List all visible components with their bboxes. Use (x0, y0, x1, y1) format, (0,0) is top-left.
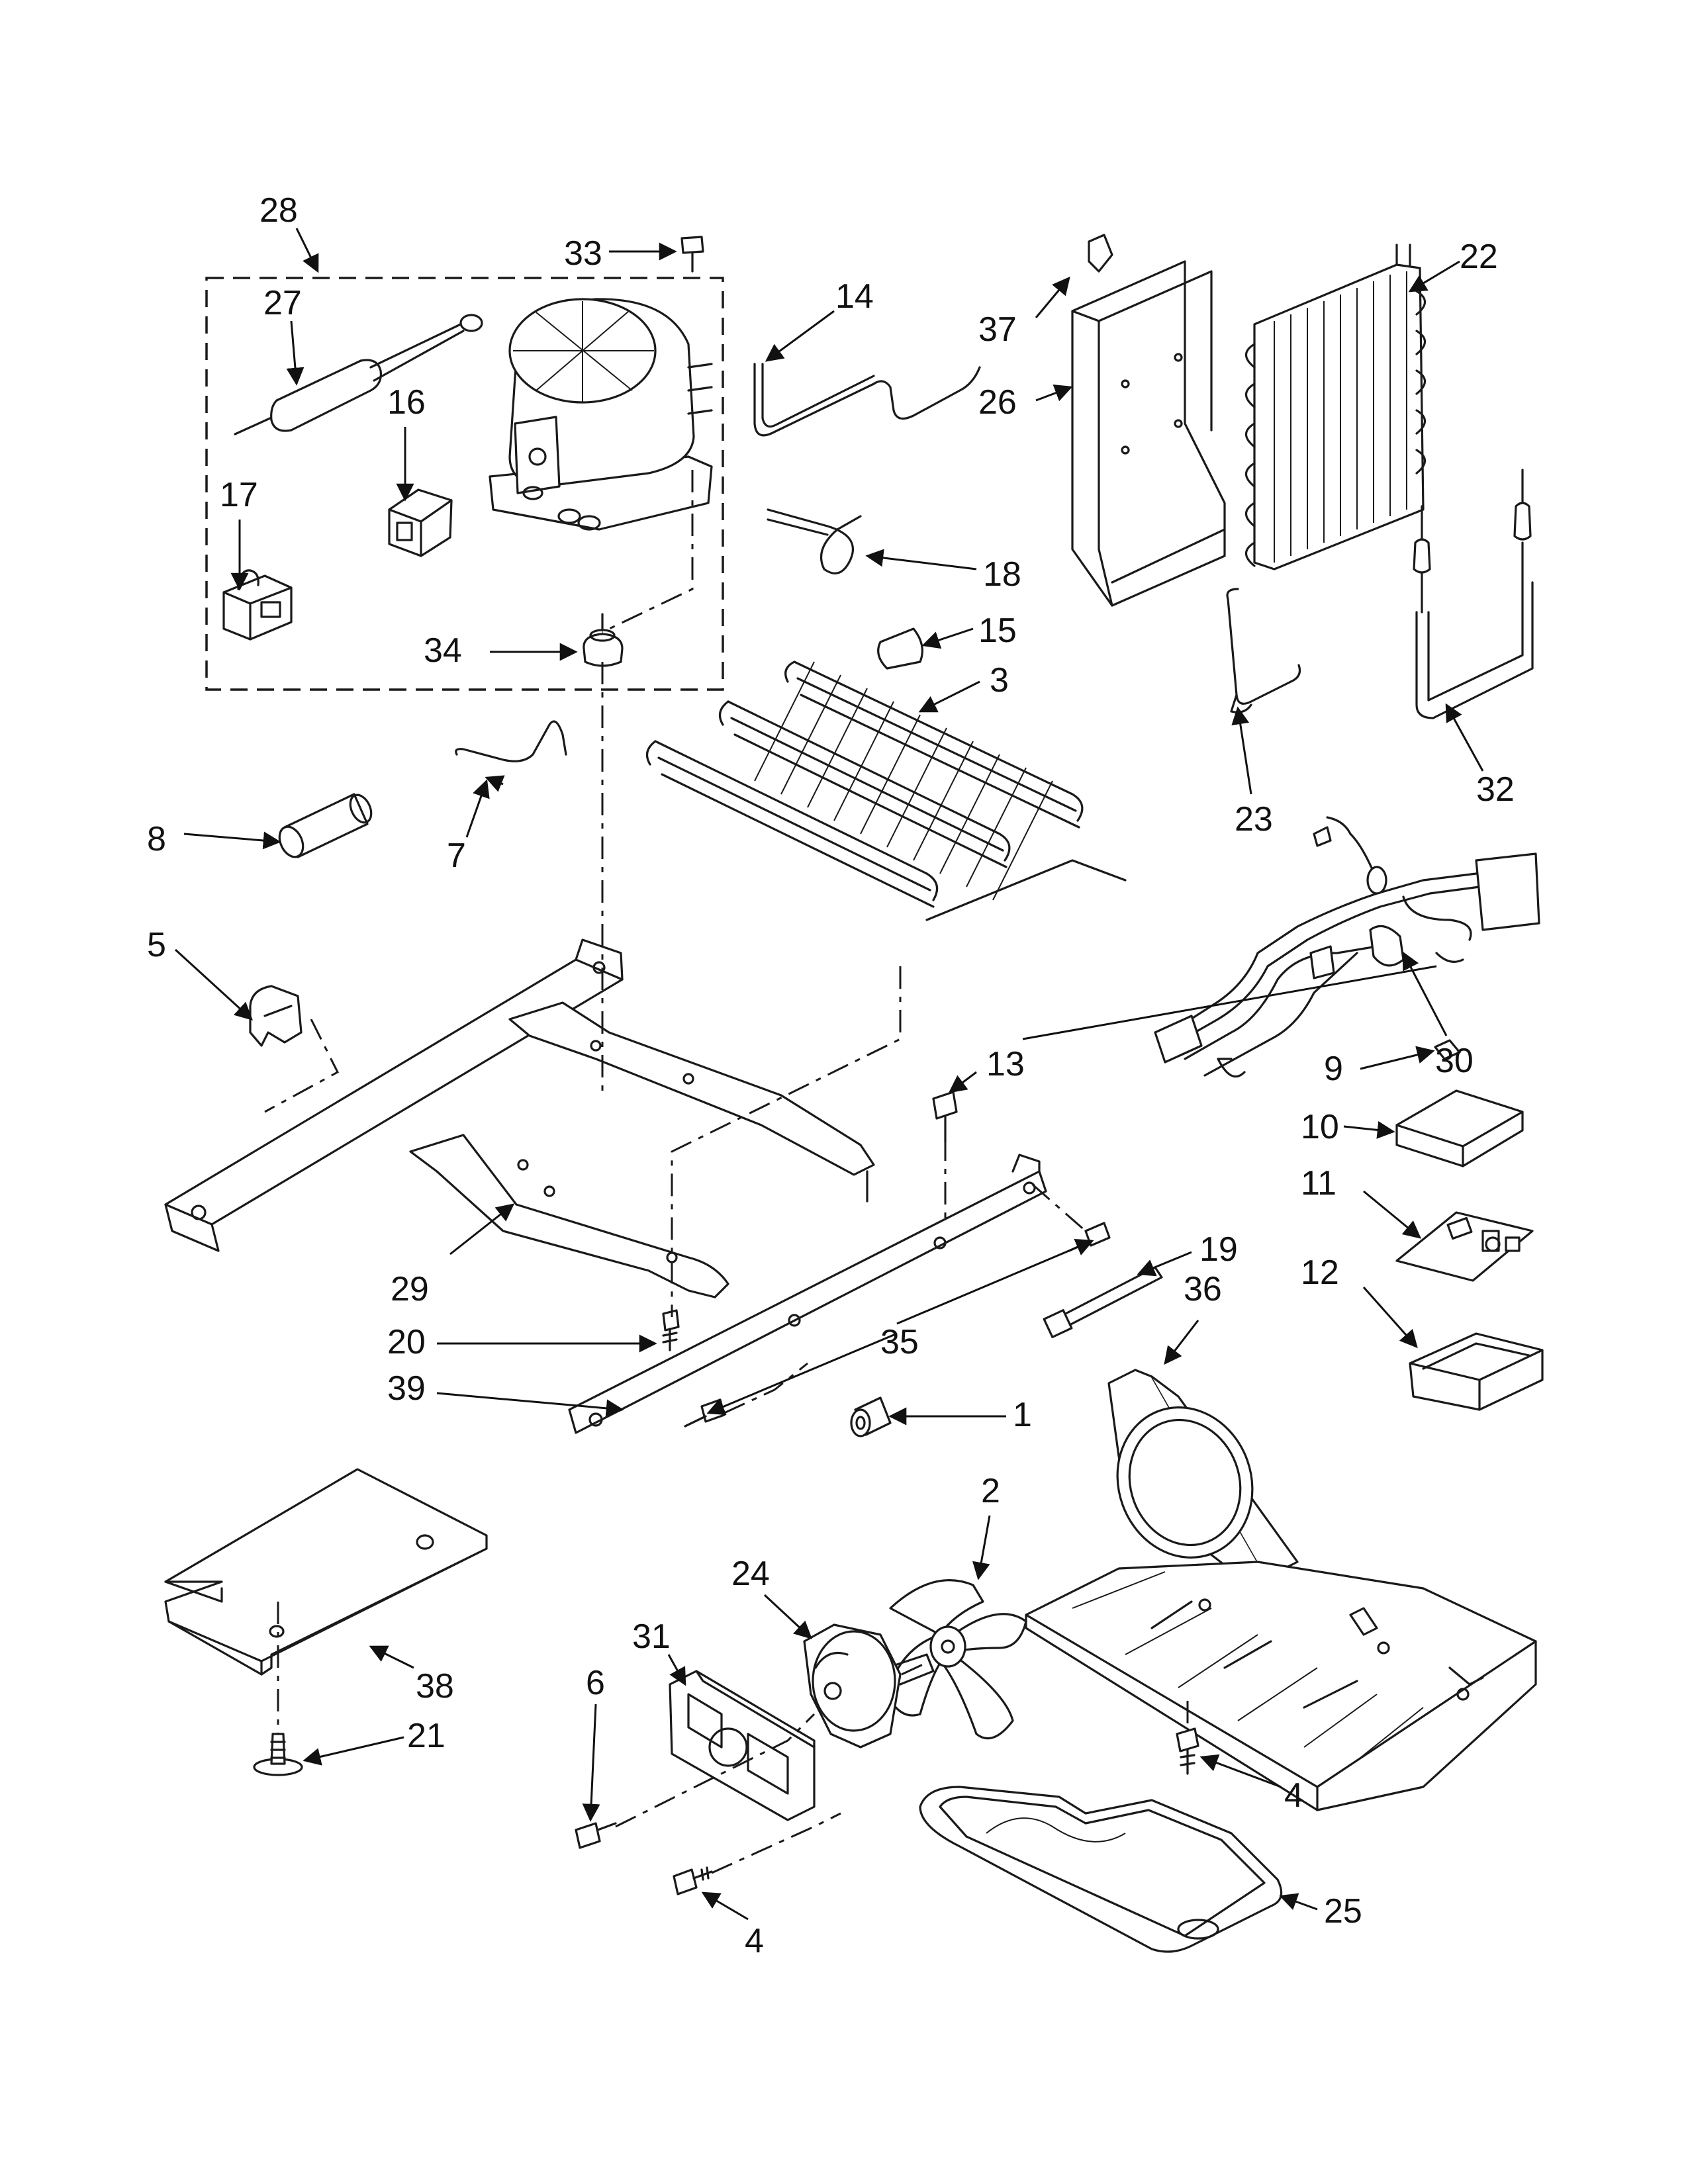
part-10-cover[interactable] (1395, 1089, 1524, 1167)
callout-4-lower: 4 (745, 1922, 764, 1960)
part-24-fan-motor[interactable] (803, 1623, 935, 1749)
callout-24: 24 (731, 1555, 770, 1593)
callout-5: 5 (147, 926, 166, 964)
part-37-clip[interactable] (1088, 234, 1113, 273)
callout-19: 19 (1199, 1230, 1238, 1269)
part-16-relay[interactable] (388, 488, 453, 557)
callout-3: 3 (990, 661, 1009, 700)
callout-36: 36 (1184, 1270, 1222, 1308)
callout-13: 13 (986, 1045, 1025, 1083)
part-9-clip[interactable] (1434, 1039, 1461, 1060)
compressor[interactable] (489, 298, 713, 531)
part-4-screw[interactable] (1176, 1727, 1199, 1775)
part-13-screw[interactable] (932, 1091, 958, 1143)
callout-34: 34 (424, 631, 462, 670)
part-33-screw[interactable] (680, 236, 704, 273)
callout-10: 10 (1301, 1108, 1339, 1146)
callout-8: 8 (147, 820, 166, 858)
part-11-control-board[interactable] (1395, 1211, 1534, 1282)
part-38-panel[interactable] (164, 1468, 488, 1676)
part-4-screw-lower[interactable] (673, 1866, 713, 1895)
callout-9: 9 (1324, 1050, 1343, 1088)
callout-39: 39 (387, 1369, 426, 1408)
callout-15: 15 (978, 612, 1017, 650)
part-22-evaporator[interactable] (1244, 244, 1427, 570)
assembly-centerlines (264, 470, 1189, 1874)
callout-23: 23 (1235, 800, 1273, 839)
part-8-cylinder[interactable] (275, 792, 375, 860)
part-2-fan-blade[interactable] (886, 1579, 1027, 1740)
part-17-overload[interactable] (222, 569, 293, 641)
part-3-condenser[interactable] (645, 660, 1127, 921)
compressor-assembly-box (205, 277, 724, 691)
callout-6: 6 (586, 1664, 605, 1702)
part-34-grommet[interactable] (583, 613, 624, 667)
part-32-tube[interactable] (1413, 469, 1534, 719)
callout-22: 22 (1460, 238, 1498, 276)
callout-16: 16 (387, 383, 426, 422)
callout-33: 33 (564, 234, 602, 273)
part-7-wire[interactable] (455, 720, 567, 762)
part-23-hanger[interactable] (1226, 588, 1301, 713)
callout-21: 21 (407, 1717, 445, 1755)
callout-14: 14 (835, 277, 874, 316)
callout-28: 28 (259, 191, 298, 230)
part-6-screw[interactable] (575, 1822, 617, 1849)
callout-35: 35 (880, 1323, 919, 1361)
callout-4: 4 (1284, 1776, 1303, 1815)
callout-26: 26 (978, 383, 1017, 422)
callout-20: 20 (387, 1323, 426, 1361)
part-14-tube[interactable] (753, 363, 981, 437)
callout-17: 17 (220, 476, 258, 514)
part-30-harness[interactable] (1154, 816, 1540, 1078)
callout-11: 11 (1301, 1164, 1336, 1203)
callout-7: 7 (447, 837, 466, 875)
callout-2: 2 (981, 1472, 1000, 1510)
callout-38: 38 (416, 1667, 454, 1706)
callout-27: 27 (263, 284, 302, 322)
part-19-cable-tie[interactable] (1043, 1266, 1163, 1338)
callout-1: 1 (1013, 1396, 1032, 1434)
part-26-cover[interactable] (1071, 260, 1226, 607)
part-29-frame[interactable] (164, 938, 875, 1298)
callout-18: 18 (983, 555, 1021, 594)
callout-leaders (174, 228, 1484, 1921)
part-5-clip[interactable] (249, 985, 303, 1047)
part-12-enclosure[interactable] (1409, 1332, 1544, 1411)
part-15-clip[interactable] (877, 627, 923, 670)
callout-25: 25 (1324, 1892, 1362, 1931)
callout-32: 32 (1476, 770, 1515, 809)
part-27-drier[interactable] (234, 314, 483, 435)
part-18-tube[interactable] (767, 508, 862, 574)
part-31-bracket[interactable] (669, 1670, 816, 1821)
callout-30: 30 (1435, 1042, 1474, 1080)
callout-12: 12 (1301, 1253, 1339, 1292)
part-25-drain-pan[interactable] (919, 1786, 1283, 1953)
callout-37: 37 (978, 310, 1017, 349)
callout-labels: 28 27 33 16 17 34 14 18 15 3 37 26 22 23… (147, 191, 1515, 1960)
part-1-bushing[interactable] (850, 1396, 892, 1437)
part-39-rail[interactable] (568, 1154, 1047, 1434)
callout-31: 31 (632, 1617, 671, 1656)
callout-29: 29 (391, 1270, 429, 1308)
part-21-foot[interactable] (253, 1733, 303, 1776)
part-36-shroud[interactable] (1025, 1369, 1537, 1811)
